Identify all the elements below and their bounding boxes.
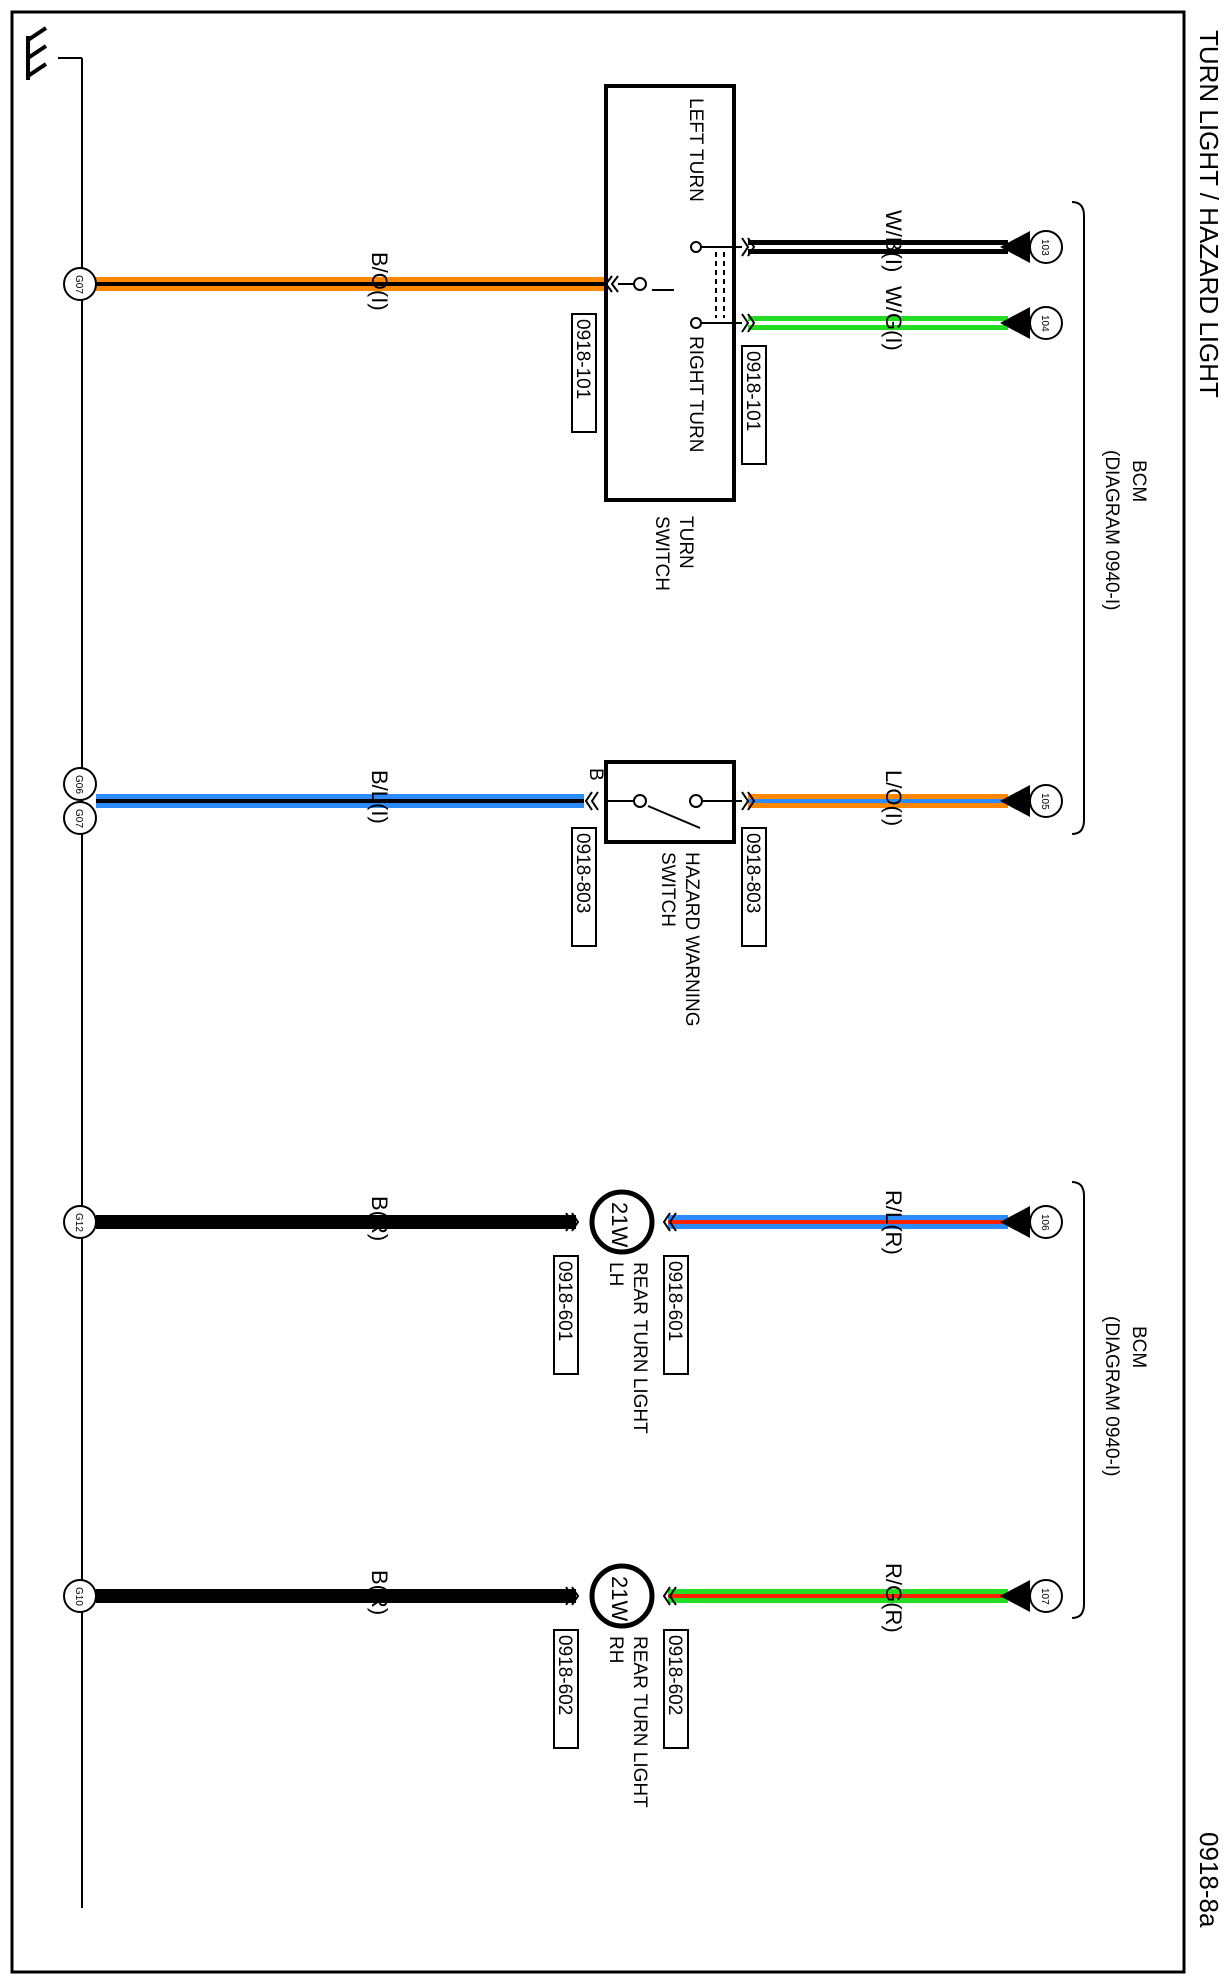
connector-tag-0918-803-bottom-label: 0918-803 [572, 833, 593, 913]
connector-tag-0918-602-bottom-label: 0918-602 [554, 1635, 575, 1715]
wire-w103-stripe [748, 245, 1008, 249]
wire-label-g-bo: B/O(I) [367, 252, 392, 311]
lamp-rh-watt: 21W [607, 1576, 632, 1621]
ground-g06: G06 [63, 767, 97, 801]
wire-w107-stripe [668, 1594, 1008, 1598]
wire-label-w103: W/B(I) [881, 210, 906, 272]
pin-107-label: 107 [1039, 1588, 1050, 1605]
connector-tag-0918-803-top: 0918-803 [741, 827, 767, 947]
wire-label-g-br2: B(R) [367, 1570, 392, 1615]
connector-chevron-icon [584, 791, 756, 811]
wire-label-g-bl: B/L(I) [367, 770, 392, 824]
pin-103-label: 103 [1039, 239, 1050, 256]
lamp-lh-name-1: REAR TURN LIGHT [629, 1262, 650, 1434]
connector-chevron-icon [565, 1586, 677, 1606]
ground-symbol-icon [26, 26, 48, 80]
connector-tag-0918-803-bottom: 0918-803 [571, 827, 597, 947]
connector-tag-0918-601-bottom: 0918-601 [553, 1255, 579, 1375]
connector-tag-0918-101-bottom-label: 0918-101 [572, 319, 593, 399]
wire-label-w106: R/L(R) [881, 1190, 906, 1255]
hazard-switch-terminal: B [585, 768, 606, 781]
connector-tag-0918-803-top-label: 0918-803 [742, 833, 763, 913]
bcm-ref-bottom: (DIAGRAM 0940-I) [1101, 1316, 1122, 1476]
ground-g06-label: G06 [73, 775, 84, 794]
wire-label-g-br1: B(R) [367, 1196, 392, 1241]
diagram-title: TURN LIGHT / HAZARD LIGHT [1194, 30, 1224, 398]
ground-g12: G12 [63, 1205, 97, 1239]
wire-label-w104: W/G(I) [881, 286, 906, 351]
connector-tag-0918-602-top: 0918-602 [663, 1629, 689, 1749]
ground-g07-a: G07 [63, 267, 97, 301]
hazard-switch-name-1: HAZARD WARNING [681, 852, 702, 1027]
pin-107: 107 [1000, 1579, 1063, 1613]
page-number: 0918-8a [1194, 1832, 1224, 1928]
wire-label-w107: R/G(R) [881, 1563, 906, 1633]
pin-106-label: 106 [1039, 1214, 1050, 1231]
ground-g10-label: G10 [73, 1587, 84, 1606]
bcm-bracket-top [1071, 201, 1085, 835]
pin-106: 106 [1000, 1205, 1063, 1239]
connector-chevron-icon [604, 237, 756, 333]
bcm-bracket-bottom [1071, 1181, 1085, 1619]
bcm-ref-top: (DIAGRAM 0940-I) [1101, 450, 1122, 610]
wire-label-w105: L/O(I) [881, 770, 906, 826]
rear-turn-light-lh: 21W REAR TURN LIGHT LH [565, 1189, 677, 1434]
rear-turn-light-rh: 21W REAR TURN LIGHT RH [565, 1563, 677, 1808]
ground-g12-label: G12 [73, 1213, 84, 1232]
turn-switch-name-2: SWITCH [651, 516, 672, 591]
wire-g-br1 [96, 1215, 576, 1229]
connector-tag-0918-601-top-label: 0918-601 [664, 1261, 685, 1341]
connector-chevron-icon [565, 1212, 677, 1232]
bcm-name-bottom: BCM [1128, 1326, 1149, 1368]
bcm-name-top: BCM [1128, 460, 1149, 502]
wire-g-bl-stripe [96, 799, 584, 803]
pin-105-label: 105 [1039, 793, 1050, 810]
pin-104: 104 [1000, 306, 1063, 340]
pin-105: 105 [1000, 784, 1063, 818]
pin-103: 103 [1000, 230, 1063, 264]
wire-w104-stripe [748, 321, 1008, 325]
lamp-lh-bulb-icon [589, 1189, 655, 1255]
connector-tag-0918-602-top-label: 0918-602 [664, 1635, 685, 1715]
turn-switch: LEFT TURN RIGHT TURN TURN SWITCH [604, 84, 756, 591]
lamp-rh-name-1: REAR TURN LIGHT [629, 1636, 650, 1808]
connector-tag-0918-101-bottom: 0918-101 [571, 313, 597, 433]
lamp-lh-watt: 21W [607, 1202, 632, 1247]
ground-g07-b: G07 [63, 801, 97, 835]
turn-switch-left-label: LEFT TURN [685, 98, 706, 202]
connector-tag-0918-101-top-label: 0918-101 [742, 351, 763, 431]
lamp-rh-name-2: RH [605, 1636, 626, 1663]
ground-g07-a-label: G07 [73, 275, 84, 294]
turn-switch-name-1: TURN [675, 516, 696, 569]
lamp-rh-bulb-icon [589, 1563, 655, 1629]
wire-w105-stripe [748, 799, 1008, 803]
connector-tag-0918-601-bottom-label: 0918-601 [554, 1261, 575, 1341]
ground-g07-b-label: G07 [73, 809, 84, 828]
connector-tag-0918-602-bottom: 0918-602 [553, 1629, 579, 1749]
wire-w106-stripe [668, 1220, 1008, 1224]
connector-tag-0918-101-top: 0918-101 [741, 345, 767, 465]
wire-g-bo-stripe [96, 282, 608, 286]
hazard-switch-name-2: SWITCH [657, 852, 678, 927]
pin-104-label: 104 [1039, 315, 1050, 332]
ground-g10: G10 [63, 1579, 97, 1613]
lamp-lh-name-2: LH [605, 1262, 626, 1286]
wire-g-br2 [96, 1589, 576, 1603]
turn-switch-right-label: RIGHT TURN [685, 336, 706, 452]
hazard-switch: B HAZARD WARNING SWITCH [584, 760, 756, 1027]
connector-tag-0918-601-top: 0918-601 [663, 1255, 689, 1375]
page-frame [10, 10, 1186, 1974]
